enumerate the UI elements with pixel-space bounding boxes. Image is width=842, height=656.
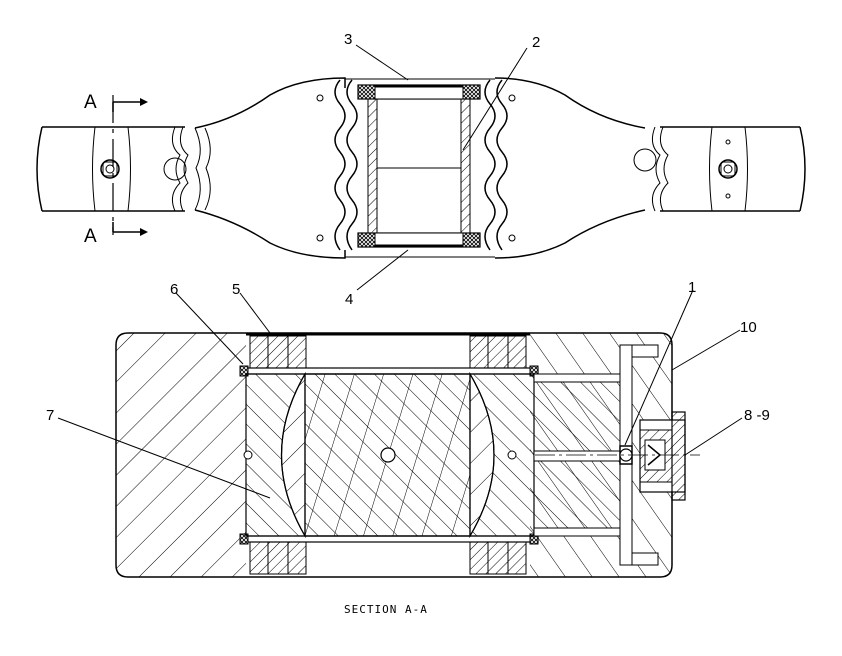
right-flare xyxy=(494,77,646,259)
callout-8-9: 8 -9 xyxy=(744,407,770,424)
callout-6: 6 xyxy=(170,281,178,298)
callout-2: 2 xyxy=(532,34,540,51)
section-mark-bottom: A xyxy=(84,226,97,247)
section-caption: SECTION A-A xyxy=(344,603,428,616)
callout-5: 5 xyxy=(232,281,240,298)
callout-10: 10 xyxy=(740,319,757,336)
right-break-line xyxy=(484,79,496,251)
grease-fitting xyxy=(639,411,686,501)
section-view xyxy=(115,332,700,578)
section-mark-top: A xyxy=(84,92,97,113)
callout-7: 7 xyxy=(46,407,54,424)
left-flare xyxy=(194,77,346,259)
callout-1: 1 xyxy=(688,279,696,296)
top-view xyxy=(36,77,806,259)
top-bearing xyxy=(345,78,495,258)
right-rod xyxy=(633,126,806,212)
callout-3: 3 xyxy=(344,31,352,48)
housing-outline xyxy=(115,332,673,578)
left-break-line xyxy=(334,79,346,251)
right-break-line-2 xyxy=(496,79,508,251)
left-break-line-2 xyxy=(346,79,358,251)
callout-4: 4 xyxy=(345,291,353,308)
left-rod xyxy=(36,126,189,212)
section-marker xyxy=(112,95,148,236)
leader-lines xyxy=(57,44,743,499)
